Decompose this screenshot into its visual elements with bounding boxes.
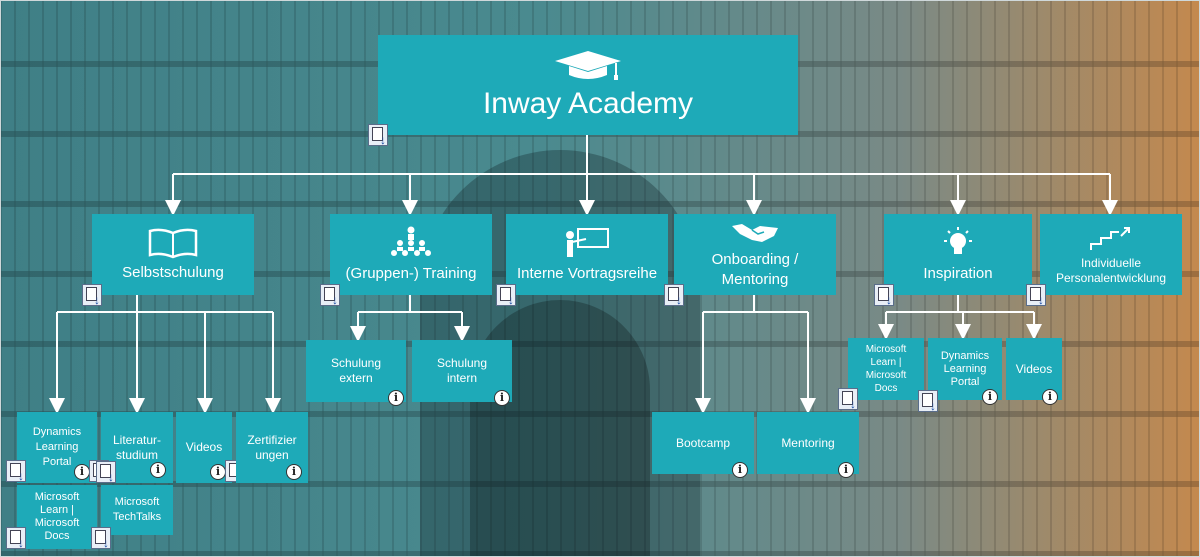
leaf-label: Microsoft TechTalks — [112, 496, 162, 523]
leaf-label: Dynamics Learning Portal — [940, 349, 990, 388]
info-icon[interactable]: i — [210, 464, 226, 480]
category-inspiration[interactable]: Inspiration — [884, 214, 1032, 295]
document-download-icon[interactable] — [496, 284, 516, 307]
info-icon[interactable]: i — [982, 389, 998, 405]
leaf-microsoft-learn-selbst[interactable]: Microsoft Learn | Microsoft Docs — [17, 485, 97, 549]
info-icon[interactable]: i — [74, 464, 90, 480]
category-label: (Gruppen-) Training — [345, 264, 477, 282]
stairs-icon — [1090, 226, 1130, 250]
category-label: Individuelle Personalentwicklung — [1055, 255, 1167, 285]
leaf-microsoft-techtalks[interactable]: Microsoft TechTalks — [101, 485, 173, 535]
document-download-icon[interactable] — [874, 284, 894, 307]
leaf-label: Microsoft Learn | Microsoft Docs — [34, 491, 80, 542]
category-label: Selbstschulung — [122, 263, 224, 281]
document-download-icon[interactable] — [918, 390, 938, 413]
category-onboarding-mentoring[interactable]: Onboarding / Mentoring — [674, 214, 836, 295]
category-gruppen-training[interactable]: (Gruppen-) Training — [330, 214, 492, 295]
leaf-label: Mentoring — [781, 435, 835, 450]
info-icon[interactable]: i — [1042, 389, 1058, 405]
leaf-label: Videos — [1015, 361, 1053, 376]
leaf-label: Literatur- studium — [112, 432, 162, 462]
category-label: Interne Vortragsreihe — [516, 264, 658, 282]
leaf-label: Videos — [185, 440, 223, 454]
document-download-icon[interactable] — [6, 527, 26, 550]
info-icon[interactable]: i — [388, 390, 404, 406]
book-icon — [148, 228, 198, 258]
info-icon[interactable]: i — [732, 462, 748, 478]
leaf-label: Dynamics Learning Portal — [32, 426, 82, 468]
info-icon[interactable]: i — [494, 390, 510, 406]
category-label: Onboarding / Mentoring — [711, 250, 799, 288]
leaf-label: Schulung extern — [330, 356, 382, 385]
document-download-icon[interactable] — [368, 124, 388, 147]
category-selbstschulung[interactable]: Selbstschulung — [92, 214, 254, 295]
leaf-label: Bootcamp — [675, 435, 731, 450]
leaf-label: Microsoft Learn | Microsoft Docs — [865, 344, 907, 394]
presenter-icon — [566, 227, 609, 257]
leaf-label: Schulung intern — [436, 356, 488, 385]
graduation-cap-icon — [555, 51, 621, 80]
info-icon[interactable]: i — [838, 462, 854, 478]
info-icon[interactable]: i — [150, 462, 166, 478]
root-title: Inway Academy — [482, 87, 694, 120]
document-download-icon[interactable] — [838, 388, 858, 411]
category-individuelle-personalentwicklung[interactable]: Individuelle Personalentwicklung — [1040, 214, 1182, 295]
document-download-icon[interactable] — [96, 461, 116, 484]
document-download-icon[interactable] — [91, 527, 111, 550]
category-label: Inspiration — [923, 264, 993, 282]
document-download-icon[interactable] — [6, 460, 26, 483]
leaf-label: Zertifizier ungen — [247, 432, 297, 462]
info-icon[interactable]: i — [286, 464, 302, 480]
document-download-icon[interactable] — [1026, 284, 1046, 307]
handshake-icon — [732, 223, 778, 242]
document-download-icon[interactable] — [82, 284, 102, 307]
lightbulb-icon — [944, 226, 972, 254]
document-download-icon[interactable] — [664, 284, 684, 307]
group-training-icon — [391, 226, 431, 256]
category-interne-vortragsreihe[interactable]: Interne Vortragsreihe — [506, 214, 668, 295]
root-node[interactable]: Inway Academy — [378, 35, 798, 135]
document-download-icon[interactable] — [320, 284, 340, 307]
leaf-microsoft-learn-inspiration[interactable]: Microsoft Learn | Microsoft Docs — [848, 338, 924, 400]
